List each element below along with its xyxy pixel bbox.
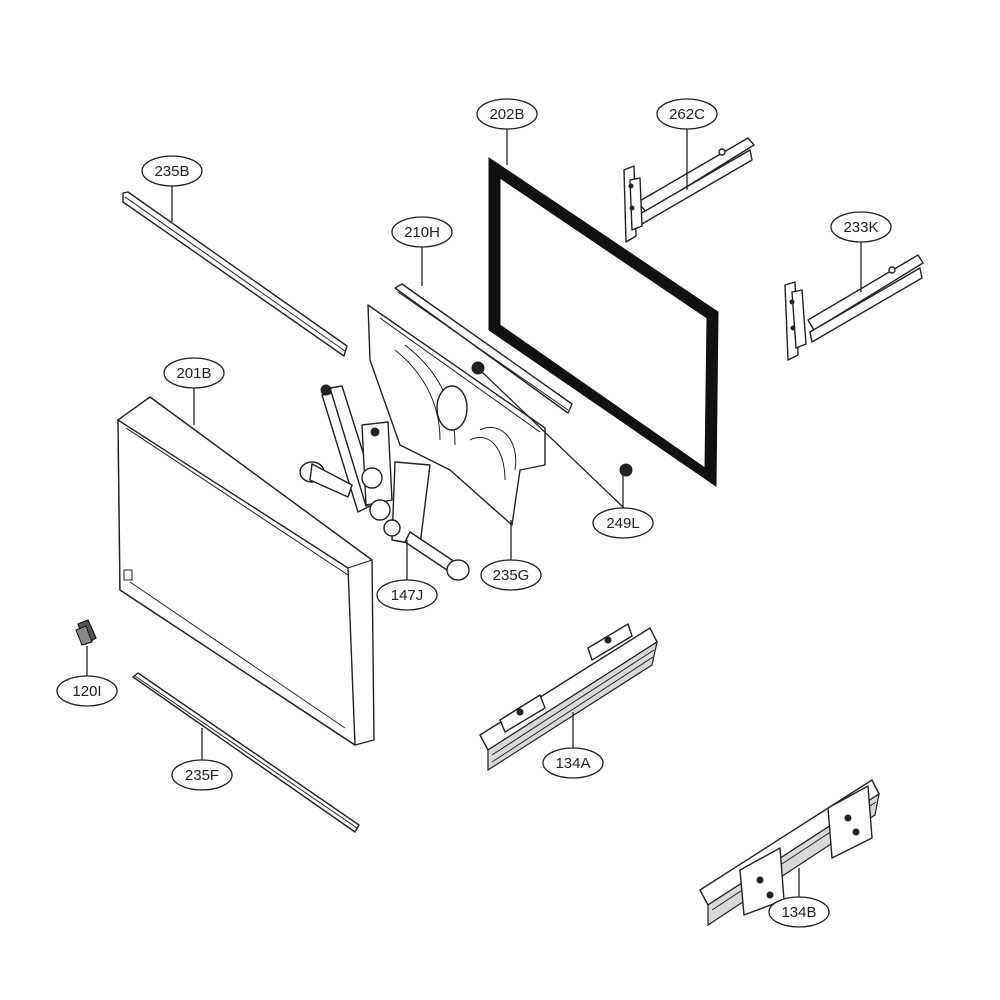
part-235F-strip[interactable] — [132, 672, 360, 833]
part-210H-rail[interactable] — [394, 283, 573, 414]
label-134A-text: 134A — [555, 755, 590, 772]
label-235B[interactable]: 235B — [141, 155, 203, 187]
part-235G-chassis[interactable] — [367, 304, 546, 526]
part-249L-screw[interactable] — [471, 361, 633, 477]
label-201B[interactable]: 201B — [163, 357, 225, 389]
part-202B-frame[interactable] — [488, 157, 719, 487]
label-233K[interactable]: 233K — [830, 211, 892, 243]
label-147J[interactable]: 147J — [376, 579, 438, 611]
label-249L-text: 249L — [606, 515, 639, 532]
part-labels: 235B 202B 262C 210H 233K 201B 249L 235G — [56, 98, 892, 928]
label-235G[interactable]: 235G — [480, 559, 542, 591]
label-202B-text: 202B — [489, 106, 524, 123]
label-147J-text: 147J — [391, 587, 424, 604]
label-235F-text: 235F — [185, 767, 219, 784]
label-202B[interactable]: 202B — [476, 98, 538, 130]
part-147J-stand-arm[interactable] — [299, 384, 470, 581]
label-235B-text: 235B — [154, 163, 189, 180]
label-249L[interactable]: 249L — [592, 507, 654, 539]
label-235G-text: 235G — [493, 567, 530, 584]
part-134A-speaker[interactable] — [479, 623, 658, 772]
part-262C-bracket[interactable] — [623, 137, 755, 243]
label-134B[interactable]: 134B — [768, 896, 830, 928]
label-120I[interactable]: 120I — [56, 675, 118, 707]
part-120I-clip[interactable] — [75, 619, 97, 646]
part-235B-strip[interactable] — [122, 191, 348, 357]
part-233K-bracket[interactable] — [784, 254, 924, 361]
label-235F[interactable]: 235F — [171, 759, 233, 791]
label-134A[interactable]: 134A — [542, 747, 604, 779]
part-201B-front-cabinet[interactable] — [117, 396, 375, 746]
label-210H-text: 210H — [404, 224, 440, 241]
label-201B-text: 201B — [176, 365, 211, 382]
label-134B-text: 134B — [781, 904, 816, 921]
leader-lines — [86, 129, 862, 897]
label-262C[interactable]: 262C — [656, 98, 718, 130]
part-134B-speaker[interactable] — [699, 779, 880, 927]
label-120I-text: 120I — [72, 683, 101, 700]
label-210H[interactable]: 210H — [391, 216, 453, 248]
label-233K-text: 233K — [843, 219, 878, 236]
label-262C-text: 262C — [669, 106, 705, 123]
